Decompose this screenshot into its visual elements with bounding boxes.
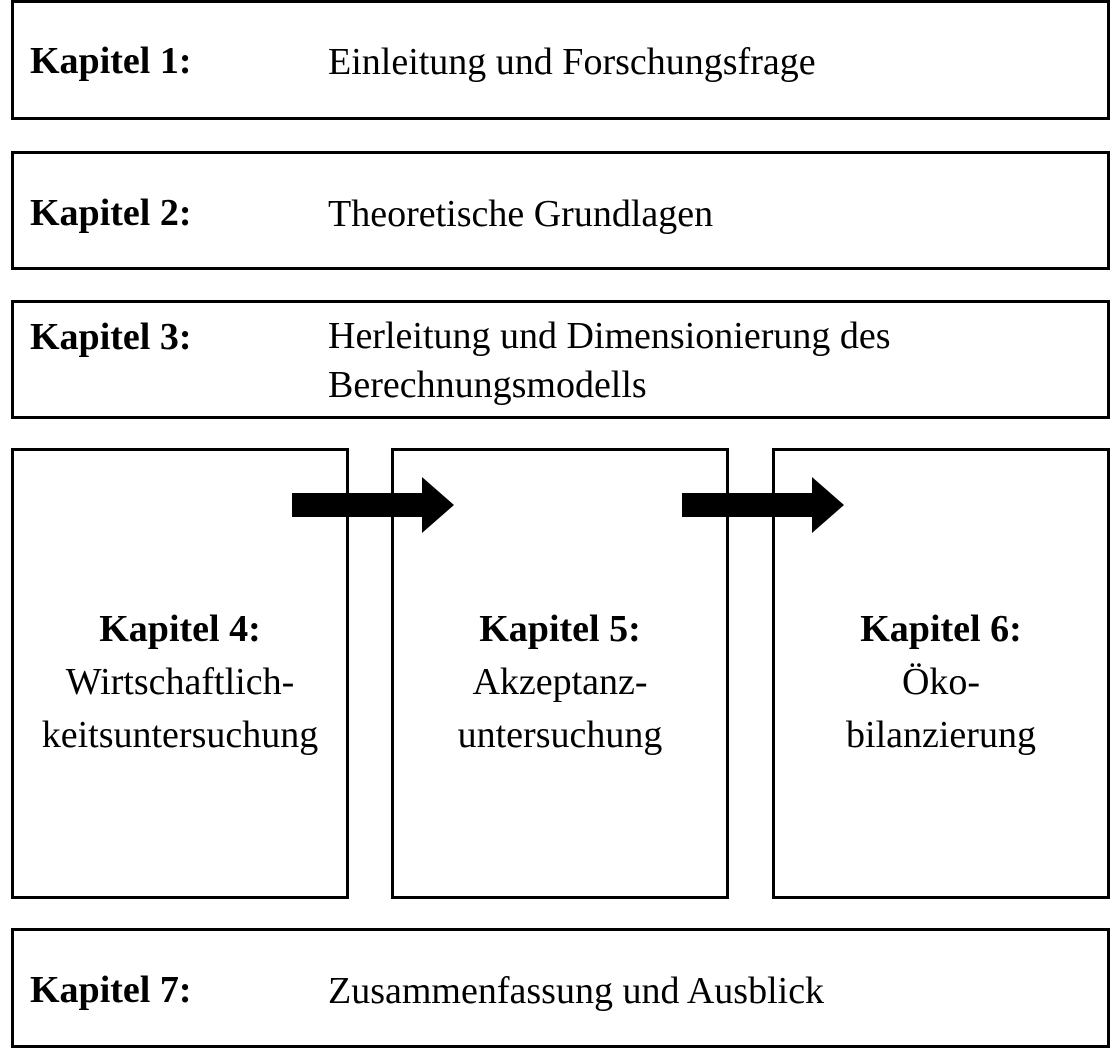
chapter-5-title-line-2: untersuchung	[457, 714, 663, 756]
arrow-right-icon	[292, 477, 454, 533]
chapter-1-title: Einleitung und Forschungsfrage	[328, 41, 816, 83]
chapter-4-label: Kapitel 4:	[99, 608, 261, 650]
chapter-7-label: Kapitel 7:	[30, 969, 192, 1011]
chapter-5-label: Kapitel 5:	[479, 608, 641, 650]
chapter-5-box: Kapitel 5: Akzeptanz- untersuchung	[391, 448, 729, 899]
chapter-6-label: Kapitel 6:	[860, 608, 1022, 650]
chapter-3-title-line-2: Berechnungsmodells	[328, 364, 647, 406]
chapter-7-title: Zusammenfassung und Ausblick	[328, 970, 825, 1012]
chapter-6-content: Kapitel 6: Öko- bilanzierung	[775, 603, 1107, 762]
chapter-1-label: Kapitel 1:	[30, 40, 192, 82]
chapter-2-label: Kapitel 2:	[30, 192, 192, 234]
chapter-1-box: Kapitel 1: Einleitung und Forschungsfrag…	[11, 0, 1110, 120]
chapter-4-box: Kapitel 4: Wirtschaftlich- keitsuntersuc…	[11, 448, 349, 899]
chapter-3-title-line-1: Herleitung und Dimensionierung des	[328, 315, 891, 357]
chapter-5-content: Kapitel 5: Akzeptanz- untersuchung	[394, 603, 726, 762]
chapter-3-title: Herleitung und Dimensionierung des Berec…	[328, 312, 1088, 410]
chapter-4-title-line-2: keitsuntersuchung	[41, 714, 319, 756]
chapter-2-box: Kapitel 2: Theoretische Grundlagen	[11, 151, 1110, 270]
chapter-3-label: Kapitel 3:	[30, 316, 192, 358]
chapter-7-box: Kapitel 7: Zusammenfassung und Ausblick	[11, 928, 1110, 1048]
chapter-5-title-line-1: Akzeptanz-	[472, 661, 648, 703]
chapter-4-title-line-1: Wirtschaftlich-	[65, 661, 295, 703]
chapter-4-content: Kapitel 4: Wirtschaftlich- keitsuntersuc…	[14, 603, 346, 762]
chapter-6-title-line-1: Öko-	[901, 661, 981, 703]
chapter-3-box: Kapitel 3: Herleitung und Dimensionierun…	[11, 300, 1110, 419]
chapter-6-box: Kapitel 6: Öko- bilanzierung	[772, 448, 1110, 899]
arrow-right-icon	[682, 477, 844, 533]
chapter-6-title-line-2: bilanzierung	[846, 714, 1036, 756]
chapter-2-title: Theoretische Grundlagen	[328, 193, 714, 235]
